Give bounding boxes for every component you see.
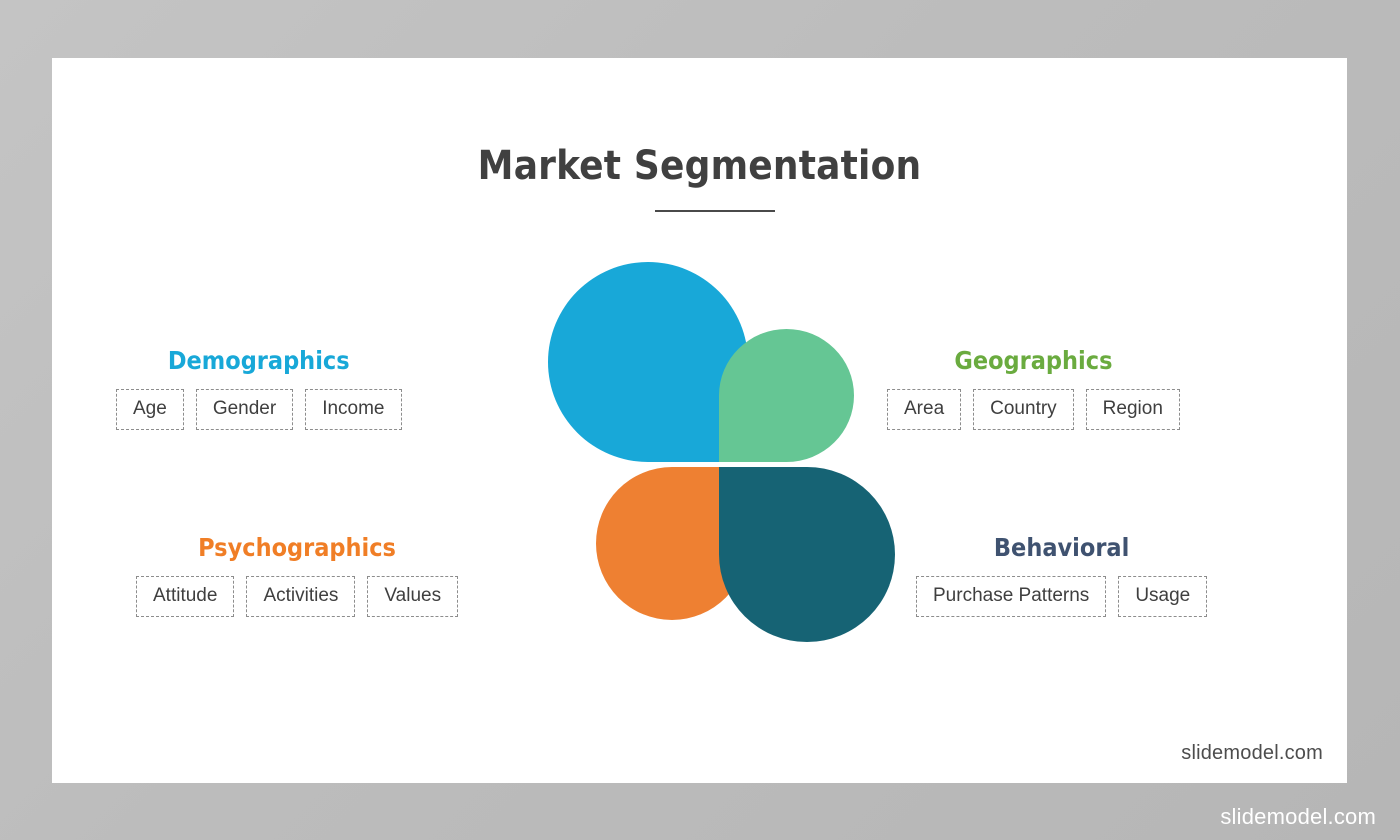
four-petal-diagram xyxy=(512,261,952,661)
group-behavioral: Behavioral Purchase Patterns Usage xyxy=(916,533,1208,617)
group-geographics: Geographics Area Country Region xyxy=(887,348,1180,430)
group-title-demographics: Demographics xyxy=(167,346,350,375)
title-underline-divider xyxy=(655,210,775,212)
group-title-psychographics: Psychographics xyxy=(198,533,396,562)
tag-item[interactable]: Attitude xyxy=(136,576,235,617)
petal-demographics[interactable] xyxy=(548,262,748,462)
group-psychographics: Psychographics Attitude Activities Value… xyxy=(136,533,459,617)
page-title: Market Segmentation xyxy=(477,143,922,189)
tag-item[interactable]: Usage xyxy=(1118,576,1208,617)
tag-item[interactable]: Country xyxy=(973,389,1074,430)
petal-behavioral[interactable] xyxy=(719,467,895,642)
tag-list-demographics: Age Gender Income xyxy=(116,389,402,430)
slide-watermark: slidemodel.com xyxy=(1181,742,1323,764)
group-title-geographics: Geographics xyxy=(954,346,1113,375)
tag-item[interactable]: Gender xyxy=(195,389,294,430)
tag-item[interactable]: Activities xyxy=(246,576,356,617)
tag-item[interactable]: Age xyxy=(116,389,184,430)
tag-item[interactable]: Income xyxy=(305,389,402,430)
group-title-behavioral: Behavioral xyxy=(993,533,1130,562)
tag-item[interactable]: Area xyxy=(887,389,962,430)
tag-list-geographics: Area Country Region xyxy=(887,389,1180,430)
tag-item[interactable]: Region xyxy=(1085,389,1180,430)
canvas-watermark: slidemodel.com xyxy=(1220,804,1376,829)
tag-list-behavioral: Purchase Patterns Usage xyxy=(916,576,1208,617)
tag-item[interactable]: Purchase Patterns xyxy=(916,576,1107,617)
petal-geographics[interactable] xyxy=(719,329,854,462)
tag-list-psychographics: Attitude Activities Values xyxy=(136,576,459,617)
tag-item[interactable]: Values xyxy=(367,576,459,617)
group-demographics: Demographics Age Gender Income xyxy=(116,348,402,430)
slide: Market Segmentation Demographics Age Gen… xyxy=(52,58,1347,783)
